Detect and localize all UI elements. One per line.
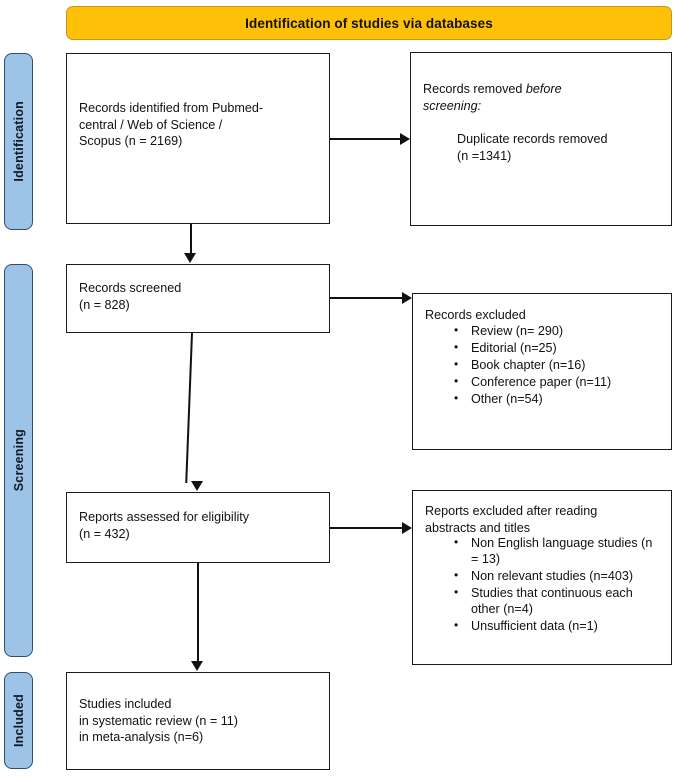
box-records-identified: Records identified from Pubmed- central … xyxy=(66,53,330,224)
box-records-removed-text: Records removed before screening: Duplic… xyxy=(423,81,663,165)
stage-bar-screening: Screening xyxy=(4,264,33,657)
arrow-down-icon xyxy=(191,481,203,491)
studies-included-line-3: in meta-analysis (n=6) xyxy=(79,730,204,745)
box-records-excluded-text: Records excluded Review (n= 290) Editori… xyxy=(425,307,663,409)
duplicate-records-count: (n =1341) xyxy=(457,149,512,164)
connector-screened-to-excluded xyxy=(330,297,404,299)
list-item: Conference paper (n=11) xyxy=(454,374,663,391)
reports-excluded-list: Non English language studies (n = 13) No… xyxy=(425,535,663,635)
list-item: Unsufficient data (n=1) xyxy=(454,618,663,635)
banner-title: Identification of studies via databases xyxy=(245,15,493,31)
arrow-down-icon xyxy=(184,253,196,263)
records-excluded-list: Review (n= 290) Editorial (n=25) Book ch… xyxy=(425,323,663,408)
records-removed-heading-line-2: screening: xyxy=(423,98,482,113)
stage-bar-identification: Identification xyxy=(4,53,33,230)
connector-identified-to-removed xyxy=(330,138,402,140)
box-records-screened-text: Records screened (n = 828) xyxy=(79,280,321,313)
list-item: Non relevant studies (n=403) xyxy=(454,568,663,585)
box-studies-included-text: Studies included in systematic review (n… xyxy=(79,696,321,746)
records-identified-line-3: Scopus (n = 2169) xyxy=(79,134,183,149)
stage-bar-included: Included xyxy=(4,672,33,769)
box-reports-excluded-text: Reports excluded after reading abstracts… xyxy=(425,503,663,636)
records-screened-line-1: Records screened xyxy=(79,281,182,295)
connector-identified-to-screened xyxy=(190,224,192,255)
box-records-identified-text: Records identified from Pubmed- central … xyxy=(79,100,321,150)
stage-label-identification: Identification xyxy=(11,101,26,182)
connector-screened-to-eligibility xyxy=(185,333,193,483)
reports-excluded-heading-line-1: Reports excluded after reading xyxy=(425,504,598,518)
reports-assessed-line-1: Reports assessed for eligibility xyxy=(79,510,250,524)
box-reports-assessed: Reports assessed for eligibility (n = 43… xyxy=(66,492,330,563)
records-removed-heading-line-1: Records removed before xyxy=(423,81,663,98)
list-item: Book chapter (n=16) xyxy=(454,357,663,374)
arrow-right-icon xyxy=(402,522,412,534)
box-reports-excluded: Reports excluded after reading abstracts… xyxy=(412,490,672,665)
connector-eligibility-to-reports-excluded xyxy=(330,527,404,529)
records-identified-line-2: central / Web of Science / xyxy=(79,117,223,132)
studies-included-line-1: Studies included xyxy=(79,697,172,711)
box-records-removed: Records removed before screening: Duplic… xyxy=(410,52,672,226)
box-records-excluded: Records excluded Review (n= 290) Editori… xyxy=(412,293,672,450)
records-removed-italic: before xyxy=(525,82,562,96)
list-item: Non English language studies (n = 13) xyxy=(454,535,663,568)
box-records-screened: Records screened (n = 828) xyxy=(66,264,330,333)
records-removed-detail: Duplicate records removed (n =1341) xyxy=(423,131,663,164)
box-reports-assessed-text: Reports assessed for eligibility (n = 43… xyxy=(79,509,321,542)
stage-label-screening: Screening xyxy=(11,429,26,492)
arrow-down-icon xyxy=(191,661,203,671)
reports-excluded-heading-line-2: abstracts and titles xyxy=(425,520,530,535)
reports-assessed-line-2: (n = 432) xyxy=(79,526,130,541)
box-studies-included: Studies included in systematic review (n… xyxy=(66,672,330,770)
list-item: Other (n=54) xyxy=(454,391,663,408)
stage-label-included: Included xyxy=(11,694,26,747)
connector-eligibility-to-included xyxy=(197,563,199,663)
arrow-right-icon xyxy=(400,133,410,145)
records-excluded-heading: Records excluded xyxy=(425,308,526,322)
list-item: Editorial (n=25) xyxy=(454,340,663,357)
studies-included-line-2: in systematic review (n = 11) xyxy=(79,713,238,728)
records-identified-line-1: Records identified from Pubmed- xyxy=(79,101,264,115)
list-item: Review (n= 290) xyxy=(454,323,663,340)
list-item: Studies that continuous each other (n=4) xyxy=(454,585,663,618)
records-screened-line-2: (n = 828) xyxy=(79,297,130,312)
arrow-right-icon xyxy=(402,292,412,304)
duplicate-records-line: Duplicate records removed xyxy=(457,132,608,147)
records-removed-plain: Records removed xyxy=(423,82,526,96)
identification-banner: Identification of studies via databases xyxy=(66,6,672,40)
